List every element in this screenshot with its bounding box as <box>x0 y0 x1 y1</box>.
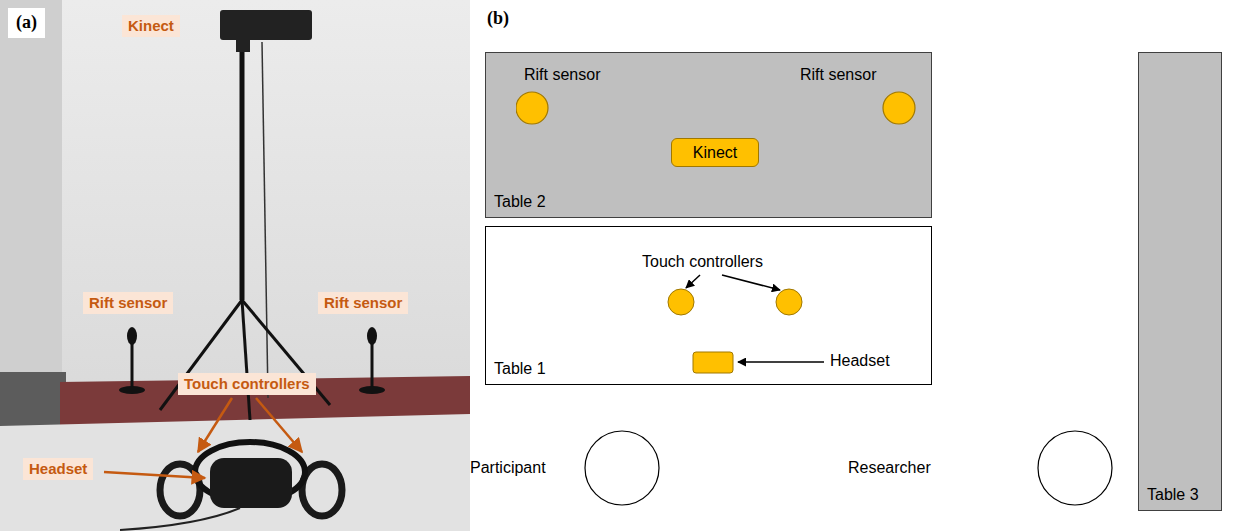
art-part <box>686 275 700 288</box>
node-circle <box>883 92 915 124</box>
art-part <box>302 464 342 516</box>
schematic-items <box>668 275 824 373</box>
node-label: Rift sensor <box>524 65 600 84</box>
art-part <box>120 508 240 530</box>
node-label: Table 1 <box>494 359 546 378</box>
art-part <box>738 361 824 363</box>
art-part <box>367 327 377 345</box>
art-part <box>104 472 205 478</box>
art-part <box>776 289 802 315</box>
art-part <box>236 38 250 52</box>
art-part <box>242 300 250 420</box>
art-part <box>220 10 312 40</box>
callout-label: Touch controllers <box>178 373 316 395</box>
callout-label: Rift sensor <box>318 292 408 314</box>
person-position: Researcher <box>843 428 1118 508</box>
node-circle <box>585 431 659 505</box>
node-label: Researcher <box>848 458 931 477</box>
node-label: Table 3 <box>1147 485 1199 504</box>
art-part <box>256 398 302 452</box>
callout-label: Headset <box>23 458 93 480</box>
art-part <box>131 340 134 388</box>
art-part <box>210 458 292 508</box>
table-region: Table 3 <box>1138 52 1222 511</box>
art-part <box>693 352 733 373</box>
setup-photo <box>0 0 470 531</box>
art-part <box>371 340 374 388</box>
art-part <box>722 275 780 290</box>
art-part <box>359 386 385 394</box>
callout-label: Kinect <box>122 15 180 37</box>
node-circle <box>516 92 548 124</box>
node-label: Participant <box>470 458 546 477</box>
callout-label: Rift sensor <box>83 292 173 314</box>
node-circle <box>1038 431 1112 505</box>
callout-label: Touch controllers <box>642 252 763 271</box>
person-position: Participant <box>465 428 665 508</box>
panel-tag: (b) <box>487 8 509 30</box>
kinect-box: Kinect <box>671 138 759 167</box>
art-part <box>198 398 232 452</box>
node-label: Rift sensor <box>800 65 876 84</box>
callout-label: Headset <box>830 351 890 370</box>
art-part <box>0 0 470 531</box>
rift-sensor-node: Rift sensor <box>516 63 626 133</box>
table-region: Table 2 Rift sensor Rift sensorKinect <box>485 52 932 218</box>
art-part <box>127 327 137 345</box>
rift-sensor-node: Rift sensor <box>796 63 921 133</box>
art-part <box>119 386 145 394</box>
panel-tag: (a) <box>8 8 45 38</box>
art-part <box>262 42 268 398</box>
photo-leader-lines <box>104 398 302 478</box>
node-label: Table 2 <box>494 192 546 211</box>
art-part <box>0 414 470 531</box>
node-label: Kinect <box>693 143 737 162</box>
art-part <box>240 40 245 300</box>
art-part <box>668 289 694 315</box>
